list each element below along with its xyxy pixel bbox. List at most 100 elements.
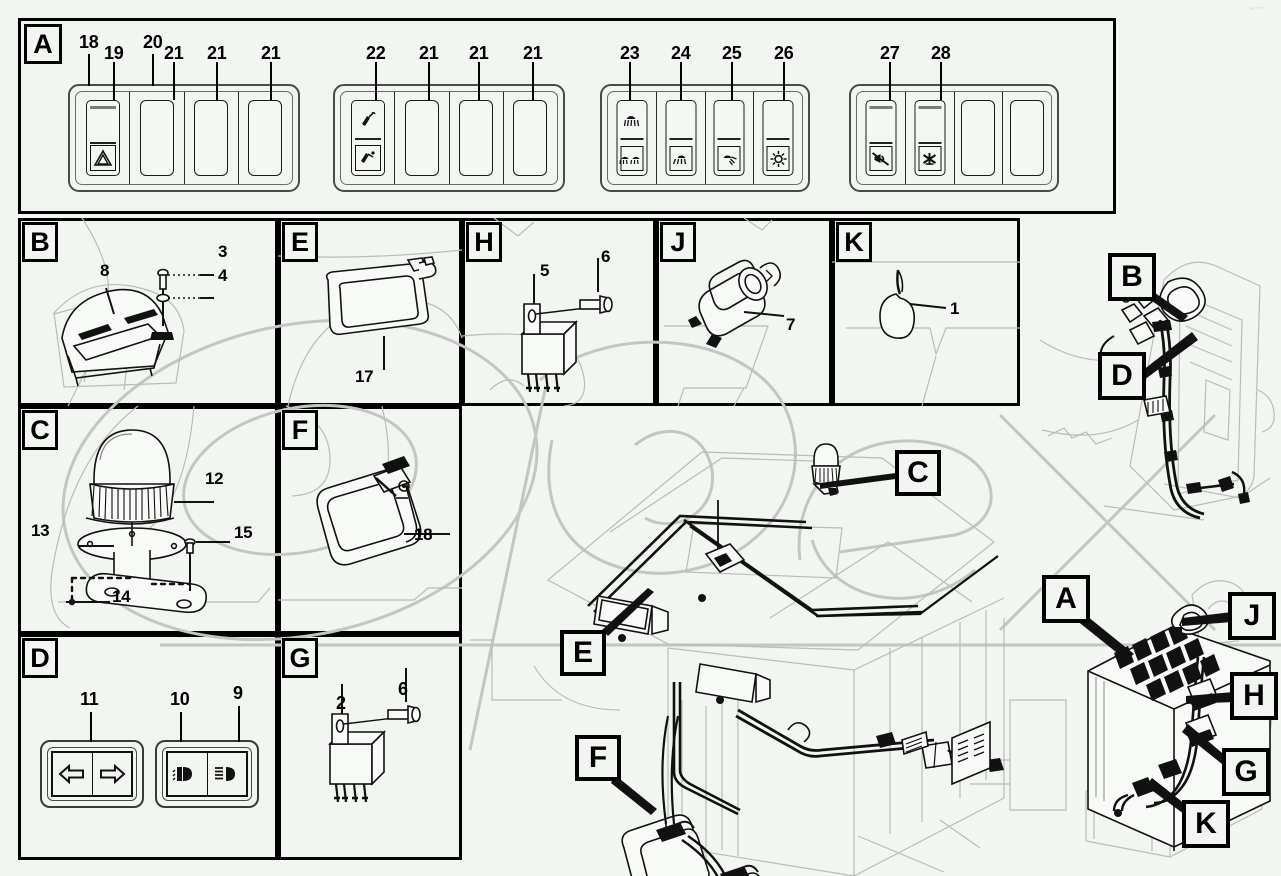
- item-number-1: 1: [950, 299, 960, 318]
- rocker-blank-5[interactable]: [459, 100, 494, 176]
- leader-22: [375, 62, 377, 100]
- item-number-21-f: 21: [523, 43, 543, 63]
- switch-21-c[interactable]: [239, 92, 292, 184]
- rocker-hazard[interactable]: [85, 100, 120, 176]
- callout-a-right[interactable]: A: [1042, 575, 1090, 623]
- switch-26[interactable]: [754, 92, 802, 184]
- corner-mark: ⌐ ···: [1250, 3, 1266, 13]
- item-number-21-b: 21: [207, 43, 227, 63]
- section-tag-f: F: [282, 410, 318, 450]
- leader-21d: [428, 62, 430, 100]
- item-number-3: 3: [218, 242, 228, 261]
- item-number-25: 25: [722, 43, 742, 63]
- rocker-blank-8[interactable]: [1010, 100, 1045, 176]
- leader-19: [113, 62, 115, 100]
- switch-21-a[interactable]: [130, 92, 185, 184]
- item-number-9: 9: [233, 683, 243, 703]
- rocker-blank-3[interactable]: [248, 100, 283, 176]
- callout-f-center[interactable]: F: [575, 735, 621, 781]
- right-top-assembly-artwork: [1039, 261, 1275, 521]
- roof-work-lamp-icon: [717, 146, 741, 171]
- item-number-21-d: 21: [419, 43, 439, 63]
- callout-k-right[interactable]: K: [1182, 800, 1230, 848]
- item-number-15: 15: [234, 523, 253, 542]
- headlamp-switch[interactable]: [155, 740, 259, 808]
- callout-j-right[interactable]: J: [1228, 592, 1276, 640]
- rocker-rear-work-lamp[interactable]: [665, 100, 697, 176]
- switch-group-4: [849, 84, 1059, 192]
- item-number-6-h: 6: [601, 247, 611, 266]
- callout-d-right[interactable]: D: [1098, 352, 1146, 400]
- section-tag-k: K: [836, 222, 872, 262]
- switch-group-3: [600, 84, 810, 192]
- section-tag-g: G: [282, 638, 318, 678]
- leader-28: [940, 62, 942, 100]
- item-number-11: 11: [80, 689, 99, 709]
- front-work-lamp-icon: [620, 105, 643, 135]
- leader-21a: [173, 62, 175, 100]
- switch-blank-a[interactable]: [955, 92, 1004, 184]
- switch-22[interactable]: [341, 92, 396, 184]
- rocker-horn-off[interactable]: [865, 100, 897, 176]
- horn-off-icon: [869, 146, 893, 171]
- turn-right-arrow-icon[interactable]: [93, 753, 132, 795]
- callout-e-leader: [602, 588, 654, 636]
- switch-27[interactable]: [857, 92, 906, 184]
- item-number-12: 12: [205, 469, 224, 488]
- callout-h-leader: [1186, 692, 1234, 704]
- section-tag-b: B: [22, 222, 58, 262]
- callout-b-right[interactable]: B: [1108, 253, 1156, 301]
- switch-28[interactable]: [906, 92, 955, 184]
- leader-27: [889, 62, 891, 100]
- switch-21-e[interactable]: [450, 92, 504, 184]
- rocker-blank-7[interactable]: [961, 100, 996, 176]
- callout-e-center[interactable]: E: [560, 630, 606, 676]
- item-number-23: 23: [620, 43, 640, 63]
- rocker-front-work-lamp[interactable]: [616, 100, 648, 176]
- rocker-blank-6[interactable]: [513, 100, 548, 176]
- item-number-10: 10: [170, 689, 190, 709]
- leader-23: [629, 62, 631, 100]
- item-number-18-f: 18: [414, 525, 433, 544]
- switch-23[interactable]: [608, 92, 657, 184]
- turn-left-arrow-icon[interactable]: [53, 753, 93, 795]
- item-number-13: 13: [31, 521, 50, 540]
- callout-g-right[interactable]: G: [1222, 748, 1270, 796]
- switch-24[interactable]: [657, 92, 706, 184]
- callout-h-right[interactable]: H: [1230, 672, 1278, 720]
- callout-a-leader: [1076, 612, 1134, 660]
- leader-24: [680, 62, 682, 100]
- rocker-blank-4[interactable]: [404, 100, 439, 176]
- item-number-21-c: 21: [261, 43, 281, 63]
- rocker-rear-wiper[interactable]: [914, 100, 946, 176]
- item-number-26: 26: [774, 43, 794, 63]
- turn-signal-switch[interactable]: [40, 740, 144, 808]
- section-tag-d: D: [22, 638, 58, 678]
- switch-18-19[interactable]: [76, 92, 131, 184]
- switch-25[interactable]: [706, 92, 755, 184]
- leader-21c: [270, 62, 272, 100]
- rocker-blank-2[interactable]: [194, 100, 229, 176]
- low-beam-icon[interactable]: [168, 753, 208, 795]
- high-beam-icon[interactable]: [208, 753, 247, 795]
- section-tag-e: E: [282, 222, 318, 262]
- callout-f-leader: [611, 775, 657, 815]
- switch-21-b[interactable]: [185, 92, 239, 184]
- rocker-wiper-washer[interactable]: [350, 100, 385, 176]
- leader-10: [180, 712, 182, 742]
- callout-c-center[interactable]: C: [895, 450, 941, 496]
- rocker-roof-work-lamp[interactable]: [713, 100, 745, 176]
- item-number-8: 8: [100, 261, 110, 280]
- hazard-triangle-icon: [89, 145, 116, 171]
- rocker-blank-1[interactable]: [139, 100, 174, 176]
- switch-blank-b[interactable]: [1003, 92, 1051, 184]
- switch-21-d[interactable]: [395, 92, 450, 184]
- switch-21-f[interactable]: [504, 92, 557, 184]
- item-number-18: 18: [79, 32, 99, 52]
- rocker-dome-light[interactable]: [762, 100, 794, 176]
- callout-j-leader: [1182, 612, 1232, 626]
- item-number-24: 24: [671, 43, 691, 63]
- leader-21e: [478, 62, 480, 100]
- item-number-19: 19: [104, 43, 124, 63]
- washer-icon: [354, 145, 381, 171]
